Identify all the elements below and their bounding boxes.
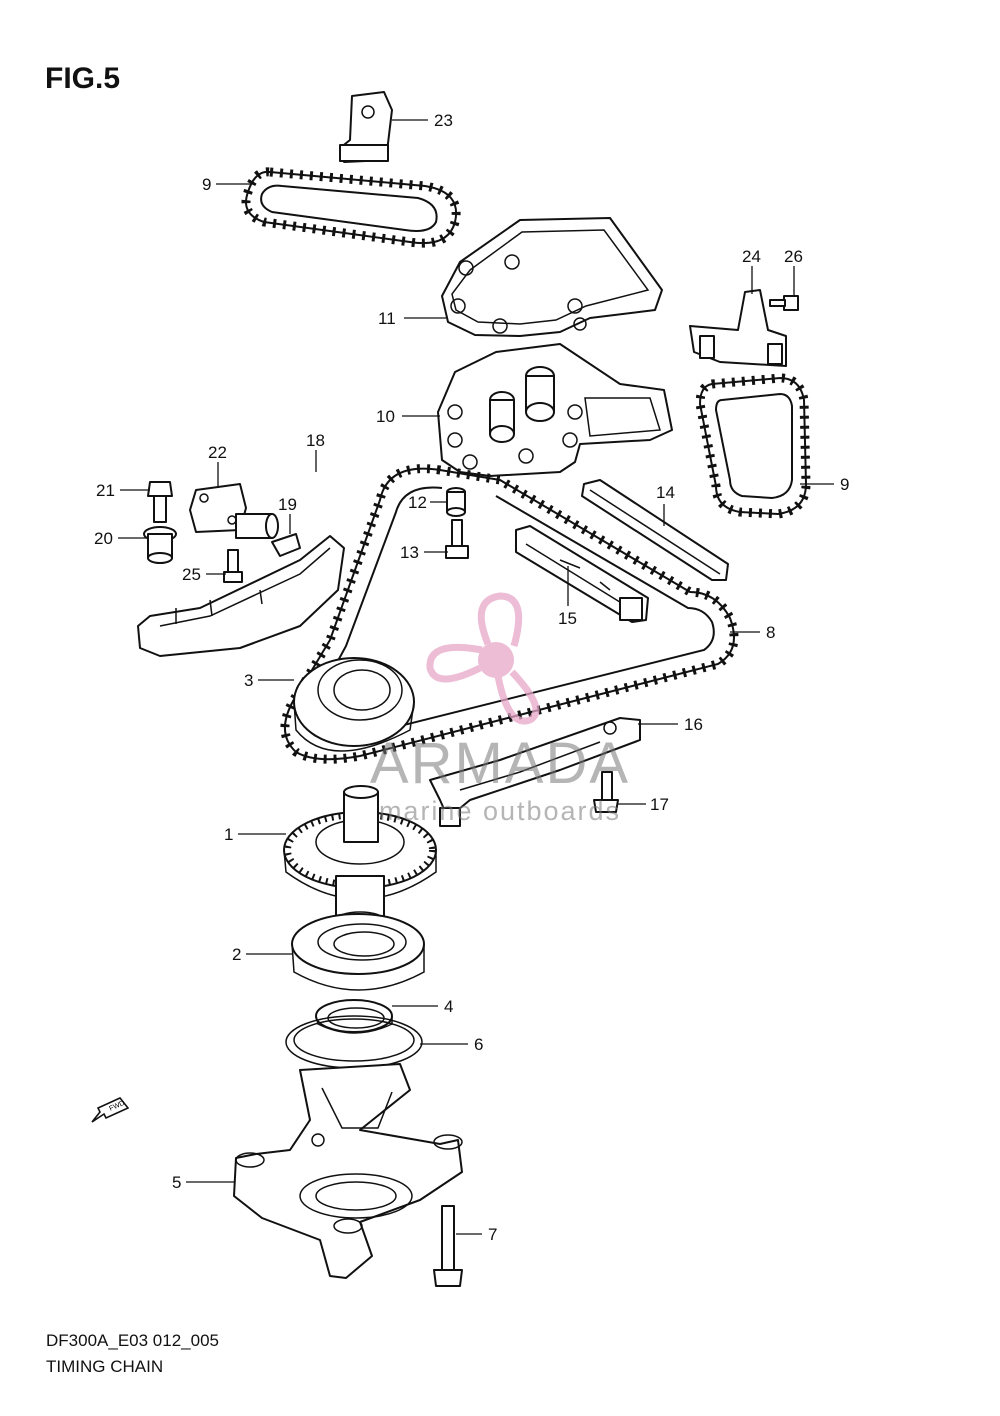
part-16-guide (429, 717, 641, 827)
callout-number: 23 (434, 111, 453, 130)
part-1-gear (283, 785, 437, 929)
watermark-tagline: marine outboards (378, 796, 622, 826)
figure-title: FIG.5 (45, 62, 121, 95)
part-14-guide (581, 479, 729, 581)
callout-number: 9 (202, 175, 211, 194)
callout-number: 14 (656, 483, 675, 502)
part-9-upper-chain (241, 167, 461, 248)
callout-number: 16 (684, 715, 703, 734)
part-5-base (233, 1063, 463, 1279)
fwd-arrow-icon: FWD (91, 1097, 130, 1123)
part-18-guide (137, 535, 345, 657)
part-10-housing (437, 343, 673, 477)
callout-number: 15 (558, 609, 577, 628)
part-13-bolt (445, 519, 469, 559)
part-17-bolt (593, 771, 619, 813)
callout-number: 3 (244, 671, 253, 690)
callout-number: 21 (96, 481, 115, 500)
callout-number: 2 (232, 945, 241, 964)
callout-number: 7 (488, 1225, 497, 1244)
callout-number: 11 (378, 309, 396, 328)
watermark-brand: ARMADA (369, 731, 631, 796)
callout-number: 18 (306, 431, 325, 450)
part-19-clip (271, 533, 301, 557)
figure-code: DF300A_E03 012_005 (46, 1331, 219, 1350)
callout-number: 8 (766, 623, 775, 642)
part-9-right-chain (695, 373, 811, 519)
part-7-bolt (433, 1205, 463, 1287)
part-3-bearing (293, 657, 415, 752)
part-26-bolt (769, 295, 799, 311)
part-23-bracket (339, 91, 393, 163)
part-21-bolt (147, 481, 173, 523)
callout-number: 20 (94, 529, 113, 548)
callout-number: 6 (474, 1035, 483, 1054)
callout-number: 24 (742, 247, 761, 266)
callout-number: 22 (208, 443, 227, 462)
callout-number: 26 (784, 247, 803, 266)
part-24-bracket (689, 289, 787, 367)
part-11-gasket (441, 217, 663, 337)
part-15-guide (515, 525, 649, 623)
part-2-bearing (291, 913, 425, 991)
figure-name: TIMING CHAIN (46, 1357, 164, 1376)
callout-number: 4 (444, 997, 453, 1016)
callout-number: 19 (278, 495, 297, 514)
callout-number: 1 (224, 825, 233, 844)
part-22-tensioner (189, 483, 279, 539)
callout-number: 12 (408, 493, 427, 512)
callout-number: 17 (650, 795, 669, 814)
callout-number: 25 (182, 565, 201, 584)
part-12-dowel (446, 487, 466, 517)
callout-number: 5 (172, 1173, 181, 1192)
watermark-logo (426, 592, 540, 725)
part-20-collar (143, 526, 177, 564)
part-25-bolt (223, 549, 243, 583)
callout-number: 10 (376, 407, 395, 426)
callout-number: 13 (400, 543, 419, 562)
callout-number: 9 (840, 475, 849, 494)
